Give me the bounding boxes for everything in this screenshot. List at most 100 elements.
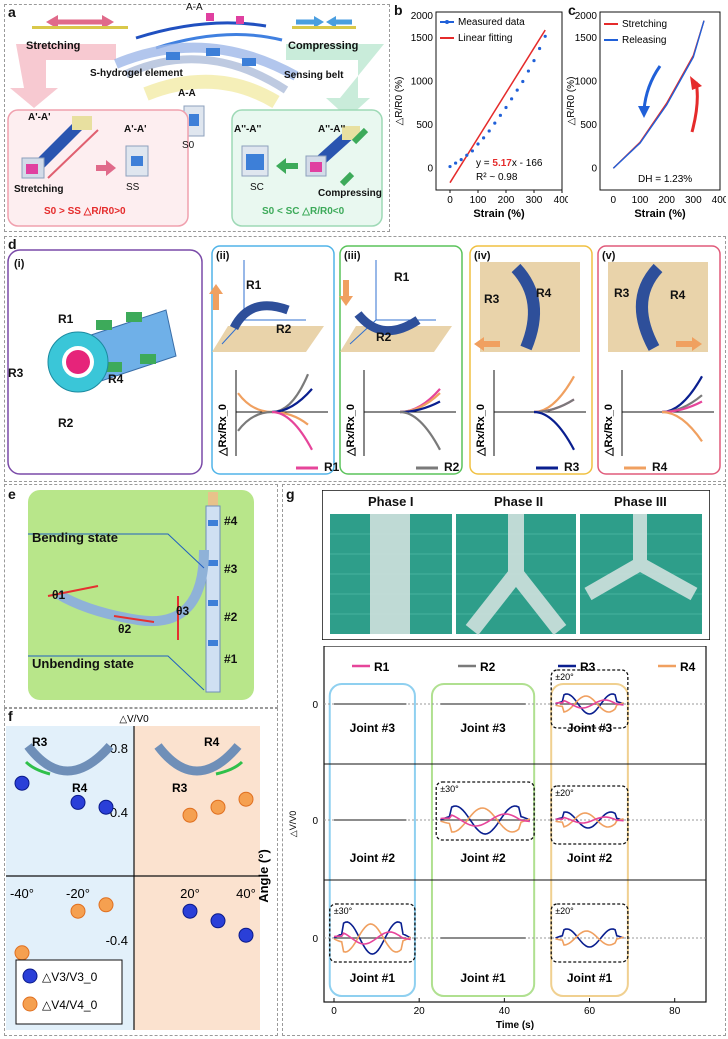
a-stretching: Stretching xyxy=(26,40,81,52)
chart-b-point xyxy=(543,34,547,38)
a-compressing: Compressing xyxy=(288,40,359,52)
d-roman-2: (ii) xyxy=(216,250,230,262)
f-point-v4 xyxy=(210,799,226,815)
chart-c-legend-2: Releasing xyxy=(622,35,666,46)
chart-b-point xyxy=(510,97,514,101)
panel-d-mini-plots: △Rx/Rx_0△Rx/Rx_0△Rx/Rx_0△Rx/Rx_0 xyxy=(217,370,714,457)
a-aa-top: A-A xyxy=(186,2,203,13)
chart-b-point xyxy=(498,113,502,117)
d-i-r2: R2 xyxy=(58,416,74,430)
g-box-phase3-joint2 xyxy=(550,785,629,845)
f-left-arrow xyxy=(24,760,51,776)
g-joint-label: Joint #3 xyxy=(460,721,506,735)
e-joint-4: #4 xyxy=(224,514,238,528)
panel-letter-e: e xyxy=(8,486,16,502)
e-joint-1: #1 xyxy=(224,652,238,666)
d-i-r4: R4 xyxy=(108,372,124,386)
g-joint-label: Joint #1 xyxy=(567,971,613,985)
f-point-v3 xyxy=(238,927,254,943)
d-mini-curve-r1 xyxy=(271,410,313,451)
chart-c-xtick-label: 0 xyxy=(611,195,617,206)
panel-letter-g: g xyxy=(286,486,295,502)
chart-b-ytick-label: 500 xyxy=(416,120,433,131)
g-legend-r4: R4 xyxy=(680,660,696,674)
chart-b-ytick-label: 1000 xyxy=(411,76,434,87)
panel-d-frame xyxy=(4,236,726,482)
chart-b-ytick-label: 2000 xyxy=(411,11,434,22)
f-point-v4 xyxy=(238,791,254,807)
a-aa-mid: A-A xyxy=(178,88,196,99)
g-box-phase1-joint1-amp: ±30° xyxy=(334,906,353,916)
chart-b-point xyxy=(521,79,525,84)
g-plot-frame xyxy=(323,646,707,1003)
chart-c-series-2 xyxy=(612,20,705,169)
f-legend-box xyxy=(15,959,123,1025)
chart-b-point xyxy=(538,46,542,51)
g-joint-label: Joint #1 xyxy=(460,971,506,985)
d-v-r4: R4 xyxy=(670,288,686,302)
g-box-phase2-joint2 xyxy=(435,781,535,841)
a-belt-label: Sensing belt xyxy=(284,70,344,81)
g-phase-3: Phase III xyxy=(614,494,667,509)
g-signal xyxy=(440,807,531,833)
d-legend-r2: R2 xyxy=(444,460,460,474)
chart-b-fit-line xyxy=(449,29,546,184)
g-signal xyxy=(555,811,624,829)
d-mini-ylabel: △Rx/Rx_0 xyxy=(475,404,487,457)
f-xtitle: Angle (°) xyxy=(256,849,271,903)
f-xtick-label: 40° xyxy=(236,886,256,901)
g-signal xyxy=(333,921,412,955)
chart-b-point xyxy=(515,88,519,92)
f-point-v3 xyxy=(182,903,198,919)
g-signal xyxy=(555,812,624,828)
g-signal xyxy=(333,923,412,953)
d-ii-r1: R1 xyxy=(246,278,262,292)
g-xtick-label: 20 xyxy=(414,1006,426,1017)
a-element-label: S-hydrogel element xyxy=(90,68,183,79)
f-ytick-label: -0.4 xyxy=(106,933,128,948)
chart-b-point xyxy=(504,105,508,110)
chart-c-xtick-label: 300 xyxy=(685,195,702,206)
g-zero-label: 0 xyxy=(312,700,318,711)
chart-c-xlabel: Strain (%) xyxy=(634,208,686,220)
panel-g-frame xyxy=(282,484,726,1036)
panel-letter-c: c xyxy=(568,2,576,18)
chart-b-legend-1: Measured data xyxy=(458,17,525,28)
d-mini-curve-r4 xyxy=(533,375,575,414)
f-xtick-label: -20° xyxy=(66,886,90,901)
a-adprime-left: A''-A'' xyxy=(234,124,262,135)
chart-b-point xyxy=(476,142,480,146)
g-joint-label: Joint #2 xyxy=(350,851,396,865)
d-roman-1: (i) xyxy=(14,258,25,270)
a-aprime-left: A'-A' xyxy=(28,112,51,123)
g-phase-1: Phase I xyxy=(368,494,414,509)
g-signal xyxy=(440,805,531,835)
panel-letter-f: f xyxy=(8,708,13,724)
g-photo-frame xyxy=(322,490,710,640)
g-box-phase1-joint1 xyxy=(329,903,416,963)
chart-b-xtick-label: 300 xyxy=(526,195,543,206)
f-robot-right xyxy=(154,743,242,776)
chart-b-xtick-label: 0 xyxy=(447,195,453,206)
g-signal xyxy=(555,699,624,709)
g-phase1-band xyxy=(328,683,416,997)
f-r3b: R3 xyxy=(172,781,188,795)
g-phase2-band xyxy=(430,683,536,997)
g-joint-label: Joint #3 xyxy=(350,721,396,735)
g-joint-label: Joint #1 xyxy=(350,971,396,985)
g-box-phase3-joint1-amp: ±20° xyxy=(555,906,574,916)
f-xtick-label: -40° xyxy=(10,886,34,901)
chart-c-ytick-label: 500 xyxy=(580,120,597,131)
g-xtick-label: 0 xyxy=(331,1006,337,1017)
g-signal xyxy=(555,930,624,946)
f-ytitle: △V/V0 xyxy=(119,714,149,725)
a-eq-left: S0 > SS △R/R0>0 xyxy=(44,206,126,217)
chart-f: △V/V00.80.4-0.4-40°-20°20°40°Angle (°)R3… xyxy=(6,714,271,1030)
g-ylabel: △V/V0 xyxy=(288,811,298,837)
chart-b-xtick-label: 100 xyxy=(470,195,487,206)
d-ii-r2: R2 xyxy=(276,322,292,336)
chart-c-ylabel: △R/R0 (%) xyxy=(566,77,577,126)
g-signal xyxy=(555,693,624,715)
a-sc: SC xyxy=(250,182,264,193)
